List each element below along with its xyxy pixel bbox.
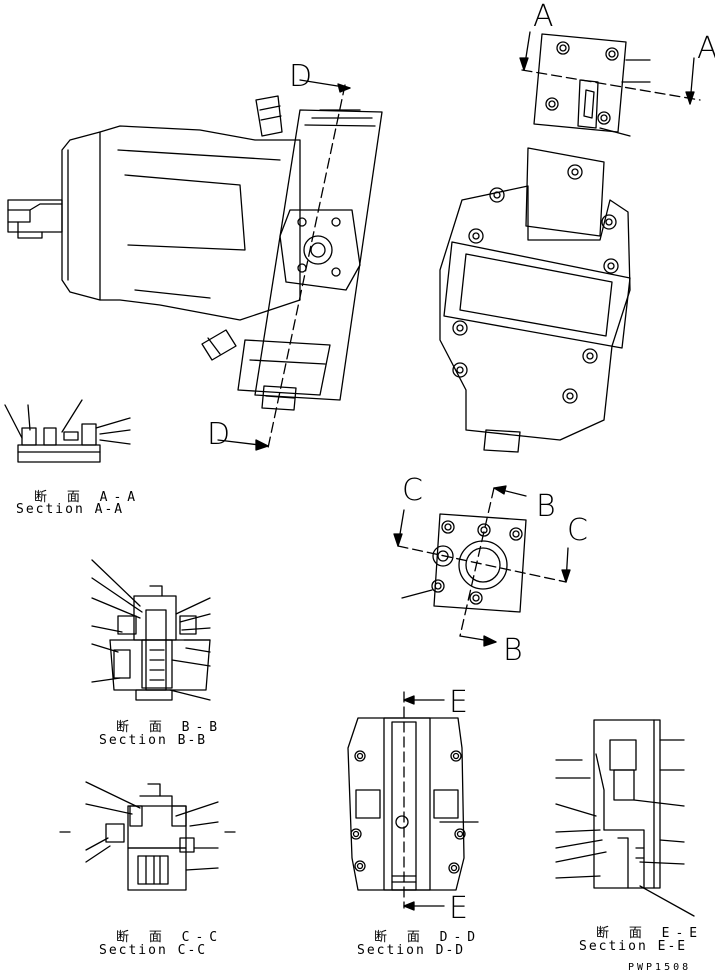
section-bb-drawing: [91, 559, 211, 701]
section-line-e: [403, 691, 445, 911]
section-ee-drawing: [555, 719, 695, 917]
pump-side-view: [7, 95, 383, 411]
port-flange-view: [401, 513, 527, 613]
caption-dd-en: Section D-D: [357, 943, 466, 958]
pump-top-view: [439, 147, 631, 453]
section-letter-b-top: B: [536, 489, 556, 524]
section-letter-d-top: D: [289, 59, 313, 94]
caption-aa-jp: 断 面 A-A: [34, 490, 142, 505]
section-line-c: [393, 509, 571, 583]
section-letter-c-right: C: [567, 513, 588, 548]
section-line-d: [217, 79, 351, 451]
section-letter-e-top: E: [449, 685, 468, 720]
drawing-code: PWP1508: [628, 962, 692, 973]
section-dd-drawing: [347, 717, 479, 891]
caption-aa-en: Section A-A: [16, 502, 125, 517]
section-letter-a-right: A: [697, 31, 715, 66]
section-aa-drawing: [4, 399, 131, 463]
caption-ee-en: Section E-E: [579, 939, 688, 954]
section-letter-b-bottom: B: [503, 633, 523, 668]
caption-bb-jp: 断 面 B-B: [116, 720, 224, 735]
caption-dd-jp: 断 面 D-D: [374, 930, 482, 945]
section-cc-drawing: [59, 781, 236, 891]
top-plate-view: [533, 33, 651, 137]
section-letter-c-left: C: [402, 473, 423, 508]
section-letter-e-bottom: E: [449, 891, 468, 926]
section-letter-d-bottom: D: [207, 417, 231, 452]
section-line-a: [519, 31, 701, 105]
caption-ee-jp: 断 面 E-E: [596, 926, 704, 941]
caption-cc-en: Section C-C: [99, 943, 208, 958]
section-letter-a-top: A: [533, 0, 554, 34]
caption-cc-jp: 断 面 C-C: [116, 930, 224, 945]
caption-bb-en: Section B-B: [99, 733, 208, 748]
section-line-b: [459, 485, 527, 647]
